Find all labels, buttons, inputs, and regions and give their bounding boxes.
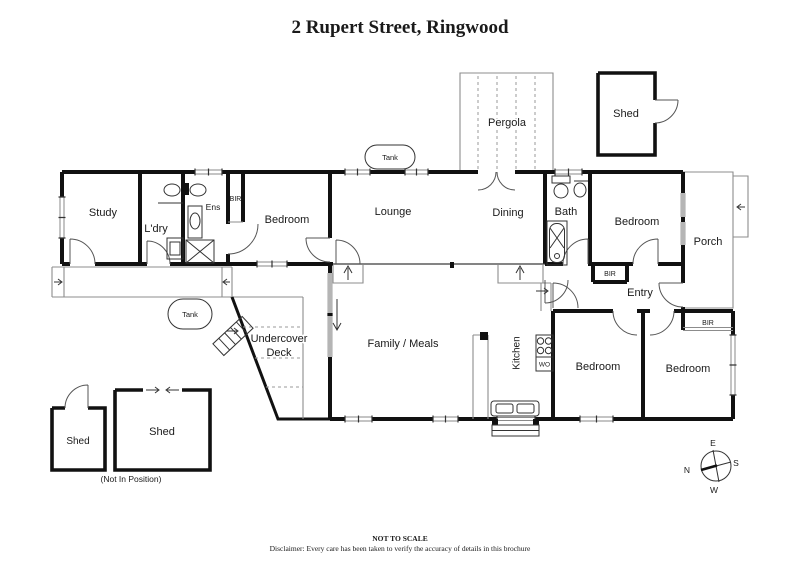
toilet-icon (551, 175, 571, 184)
ensuite-fixtures (158, 183, 215, 264)
window (554, 168, 583, 176)
windows (58, 168, 737, 423)
room-label-laundry: L'dry (144, 223, 168, 235)
window (579, 415, 614, 423)
sink-icon (189, 212, 201, 230)
walkway-arrow-icon (54, 278, 63, 286)
toilet-icon (181, 183, 189, 195)
laundry-trough-icon (166, 237, 184, 260)
room-label-bir-south: BIR (702, 320, 714, 327)
deck-label-line2: Deck (266, 347, 292, 359)
room-label-ensuite: Ens (206, 202, 221, 212)
room-label-family: Family / Meals (368, 338, 439, 350)
wall-oven-label: WO (539, 362, 550, 369)
shed-north-label: Shed (613, 108, 639, 120)
tank-north: Tank (364, 144, 416, 170)
stairs-arrow-icon (227, 327, 239, 335)
kitchen-fixtures: WO (472, 332, 554, 419)
shed-large-label: Shed (149, 426, 175, 438)
stairs-icon (212, 315, 254, 357)
room-label-porch: Porch (694, 236, 723, 248)
compass-east: E (710, 438, 716, 448)
door-arc (64, 384, 89, 409)
direction-arrows (332, 264, 549, 332)
slide-arrow-icon (332, 299, 342, 332)
pergola-area: Pergola (459, 72, 554, 172)
room-label-bedroom-front: Bedroom (265, 214, 310, 226)
compass-west: W (710, 485, 718, 495)
sink-icon (573, 182, 587, 198)
walkway-arrow-icon (222, 278, 230, 286)
sliding-door (496, 416, 536, 422)
shower-icon (185, 239, 215, 264)
sliding-door-arrows-icon (146, 386, 179, 394)
room-label-bedroom-south-right: Bedroom (666, 363, 711, 375)
compass-icon: E S N W (684, 438, 739, 495)
tank-west-label: Tank (182, 310, 198, 319)
porch-steps-arrow-icon (736, 203, 745, 211)
page-title: 2 Rupert Street, Ringwood (291, 17, 509, 38)
window (432, 415, 459, 423)
disclaimer: Disclaimer: Every care has been taken to… (270, 544, 531, 553)
window (404, 168, 429, 176)
shed-small: Shed (50, 384, 107, 472)
room-label-bir-east: BIR (604, 271, 616, 278)
step-arrow-icon (515, 264, 525, 280)
toilet-icon (163, 183, 181, 197)
tank-west: Tank (167, 298, 213, 330)
shed-north: Shed (596, 71, 679, 157)
deck-label-line1: Undercover (251, 333, 308, 345)
bath-fixtures (546, 175, 588, 266)
room-labels: Study L'dry Ens BIR Bedroom Lounge Dinin… (89, 196, 722, 375)
compass-north: N (684, 465, 690, 475)
window (729, 334, 737, 396)
shed-note: (Not In Position) (101, 474, 162, 484)
door-arc (654, 99, 679, 124)
room-label-entry: Entry (627, 287, 653, 299)
window (344, 168, 371, 176)
window (680, 222, 686, 245)
kitchen-sink-icon (490, 400, 540, 417)
porch-area (683, 171, 749, 309)
wall-oven-icon (535, 356, 554, 372)
shed-large: Shed (113, 386, 212, 472)
toilet-icon (553, 183, 569, 199)
vanity-icon (187, 205, 203, 239)
back-steps (491, 419, 540, 437)
window (194, 168, 223, 176)
tank-north-label: Tank (382, 153, 398, 162)
door-arcs (69, 171, 684, 336)
shed-small-label: Shed (66, 436, 89, 447)
pergola-label: Pergola (488, 117, 527, 129)
house-walls (60, 170, 735, 421)
verandah (51, 266, 303, 298)
room-label-lounge: Lounge (375, 206, 412, 218)
room-label-bath: Bath (555, 206, 578, 218)
room-label-bedroom-east: Bedroom (615, 216, 660, 228)
bathtub-icon (546, 220, 568, 266)
room-label-bedroom-south-left: Bedroom (576, 361, 621, 373)
scale-note: NOT TO SCALE (372, 534, 427, 543)
room-label-bir-ensuite: BIR (230, 196, 242, 203)
compass-south: S (733, 458, 739, 468)
window (256, 260, 288, 268)
toilet-icon (189, 183, 207, 197)
deck-area: Undercover Deck (212, 296, 330, 421)
window-mullion (327, 313, 333, 316)
window (680, 193, 686, 217)
room-label-study: Study (89, 207, 118, 219)
step-arrow-icon (536, 287, 549, 295)
room-label-kitchen: Kitchen (512, 336, 523, 369)
step-arrow-icon (343, 264, 353, 280)
room-label-dining: Dining (492, 207, 523, 219)
window (344, 415, 373, 423)
window (58, 196, 66, 239)
